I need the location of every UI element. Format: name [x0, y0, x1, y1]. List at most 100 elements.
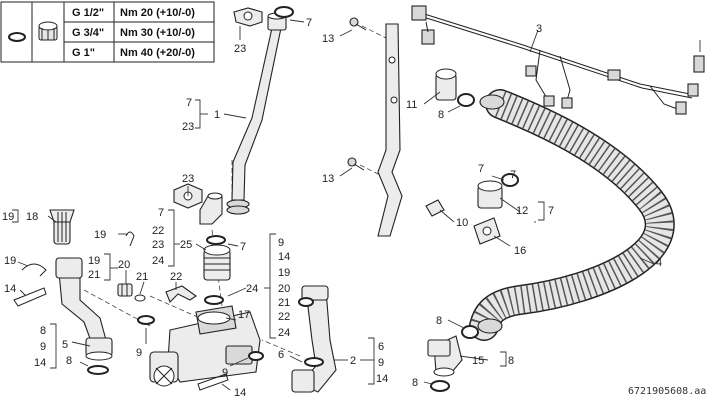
part-number: 7: [548, 205, 554, 217]
union-nut: [435, 68, 457, 101]
angle-fitting: [427, 335, 463, 377]
filter-insert: [117, 283, 133, 297]
wiring-harness: [411, 5, 705, 115]
part-number: 21: [88, 269, 100, 281]
part-number: 22: [278, 311, 290, 323]
o-ring: [87, 365, 109, 375]
part-number: 7: [158, 207, 164, 219]
part-number: 12: [516, 205, 528, 217]
o-ring: [248, 351, 264, 361]
o-ring: [134, 294, 146, 302]
part-number: 18: [26, 211, 38, 223]
part-number: 8: [436, 315, 442, 327]
spanner-key: [165, 285, 197, 303]
part-number: 19: [94, 229, 106, 241]
pipe-clip-top: [233, 7, 263, 27]
thread-size: G 1/2": [72, 7, 104, 19]
part-number: 24: [278, 327, 290, 339]
o-ring: [501, 173, 519, 187]
part-number: 22: [170, 271, 182, 283]
part-number: 6: [278, 349, 284, 361]
part-number: 23: [182, 173, 194, 185]
threaded-nipple: [477, 180, 503, 209]
torque-value: Nm 30 (+10/-0): [120, 27, 195, 39]
mounting-bracket: [377, 23, 403, 237]
part-number: 19: [4, 255, 16, 267]
hose-clamp: [473, 217, 501, 245]
part-number: 9: [40, 341, 46, 353]
part-number: 13: [322, 173, 334, 185]
part-number: 16: [514, 245, 526, 257]
part-number: 8: [66, 355, 72, 367]
part-number: 25: [180, 239, 192, 251]
part-number: 9: [378, 357, 384, 369]
o-ring: [204, 295, 224, 305]
threaded-adapter: [203, 244, 231, 281]
part-number: 14: [34, 357, 46, 369]
elbow-connector: [199, 192, 223, 225]
o-ring: [206, 235, 226, 245]
corrugated-hose: [469, 89, 675, 341]
part-number: 2: [350, 355, 356, 367]
part-number: 14: [376, 373, 388, 385]
spring-clip: [13, 287, 47, 307]
cable-clip: [425, 199, 445, 217]
gasket-ring-icon: [8, 32, 26, 42]
part-number: 7: [186, 97, 192, 109]
retaining-clip: [125, 231, 135, 247]
riser-pipe: [226, 12, 287, 215]
o-ring: [137, 315, 155, 325]
part-number: 21: [278, 297, 290, 309]
part-number: 19: [278, 267, 290, 279]
screw: [347, 157, 365, 171]
part-number: 6: [378, 341, 384, 353]
leader-lines: [12, 19, 701, 391]
flow-pipe: [291, 285, 337, 393]
part-number: 14: [4, 283, 16, 295]
part-number: 7: [478, 163, 484, 175]
part-number: 13: [322, 33, 334, 45]
part-number: 7: [240, 241, 246, 253]
o-ring: [298, 297, 314, 307]
part-number: 14: [234, 387, 246, 399]
part-number: 23: [234, 43, 246, 55]
screw: [349, 17, 367, 31]
part-number: 5: [62, 339, 68, 351]
part-number: 15: [472, 355, 484, 367]
part-number: 1: [214, 109, 220, 121]
part-number: 8: [40, 325, 46, 337]
part-number: 19: [88, 255, 100, 267]
torque-table: G 1/2" Nm 20 (+10/-0) G 3/4" Nm 30 (+10/…: [0, 1, 215, 63]
part-number: 22: [152, 225, 164, 237]
torque-value: Nm 20 (+10/-0): [120, 7, 195, 19]
o-ring: [461, 325, 479, 339]
part-number: 23: [182, 121, 194, 133]
spring-clip: [197, 373, 229, 391]
part-number: 20: [278, 283, 290, 295]
torque-value: Nm 40 (+20/-0): [120, 47, 195, 59]
part-number: 14: [278, 251, 290, 263]
part-number: 9: [136, 347, 142, 359]
part-number: 7: [510, 169, 516, 181]
part-number: 7: [306, 17, 312, 29]
o-ring: [430, 380, 450, 392]
part-number: 19: [2, 211, 14, 223]
part-number: 21: [136, 271, 148, 283]
part-number: 9: [278, 237, 284, 249]
safety-valve: [49, 209, 75, 245]
part-number: 4: [656, 257, 662, 269]
part-number: 8: [508, 355, 514, 367]
thread-size: G 1": [72, 47, 95, 59]
part-number: 24: [152, 255, 164, 267]
part-number: 24: [246, 283, 258, 295]
hydraulic-block: [149, 305, 261, 387]
retaining-clip: [21, 263, 47, 277]
part-number: 23: [152, 239, 164, 251]
part-number: 3: [536, 23, 542, 35]
o-ring: [457, 93, 475, 107]
part-number: 20: [118, 259, 130, 271]
part-number: 8: [438, 109, 444, 121]
thread-size: G 3/4": [72, 27, 104, 39]
